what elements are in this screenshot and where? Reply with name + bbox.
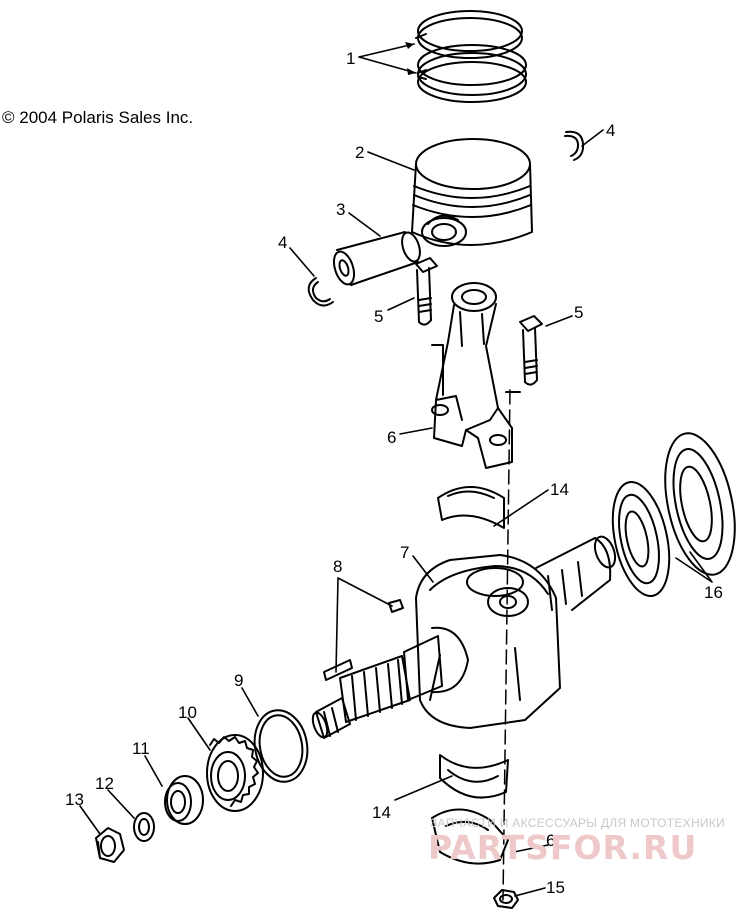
arrowheads [405, 42, 416, 75]
callout-16: 16 [704, 583, 723, 602]
callout-11: 11 [132, 739, 150, 758]
callout-14-upper: 14 [550, 480, 569, 499]
callout-2: 2 [355, 143, 364, 162]
callout-10: 10 [178, 703, 197, 722]
bearing-shell-upper [437, 486, 505, 529]
bearing-large [664, 432, 736, 576]
leader-lines [79, 43, 713, 897]
callout-3: 3 [336, 200, 345, 219]
watermark-tagline: ЗАПЧАСТИ И АКСЕССУАРЫ ДЛЯ МОТОТЕХНИКИ [430, 816, 726, 830]
callout-labels: 1 2 3 4 4 5 5 6 6 7 8 9 10 11 12 13 14 1… [65, 49, 723, 897]
circlip-left [307, 277, 334, 307]
crankshaft [311, 535, 617, 739]
piston-pin [332, 231, 421, 286]
callout-12: 12 [95, 774, 114, 793]
bearing-small [611, 481, 671, 597]
callout-4-right: 4 [606, 121, 615, 140]
woodruff-key-upper [388, 599, 404, 613]
nut [95, 827, 125, 863]
center-axis-line [502, 389, 511, 901]
connecting-rod [431, 282, 521, 469]
conrod-bolt-right [519, 315, 543, 386]
callout-6-lower: 6 [546, 831, 555, 850]
piston-rings [415, 10, 527, 103]
woodruff-key-lower [323, 659, 353, 681]
piston [411, 138, 533, 247]
callout-4-left: 4 [278, 233, 287, 252]
callout-9: 9 [234, 671, 243, 690]
conrod-bolt-left [415, 257, 438, 326]
callout-15: 15 [546, 878, 565, 897]
callout-13: 13 [65, 790, 84, 809]
copyright-notice: © 2004 Polaris Sales Inc. [2, 108, 194, 127]
watermark-logo: PARTSFOR.RU [428, 828, 698, 867]
washer [133, 812, 155, 842]
callout-8: 8 [333, 557, 342, 576]
callout-5-right: 5 [574, 303, 583, 322]
circlip-right [564, 130, 585, 161]
callout-5-left: 5 [374, 307, 383, 326]
collar [164, 775, 204, 825]
callout-1: 1 [346, 49, 355, 68]
callout-7: 7 [400, 543, 409, 562]
bottom-nut [493, 889, 519, 909]
o-ring [253, 709, 309, 783]
bearing-shell-lower [439, 754, 509, 799]
gear [206, 734, 264, 812]
callout-14-lower: 14 [372, 803, 391, 822]
callout-6-upper: 6 [387, 428, 396, 447]
